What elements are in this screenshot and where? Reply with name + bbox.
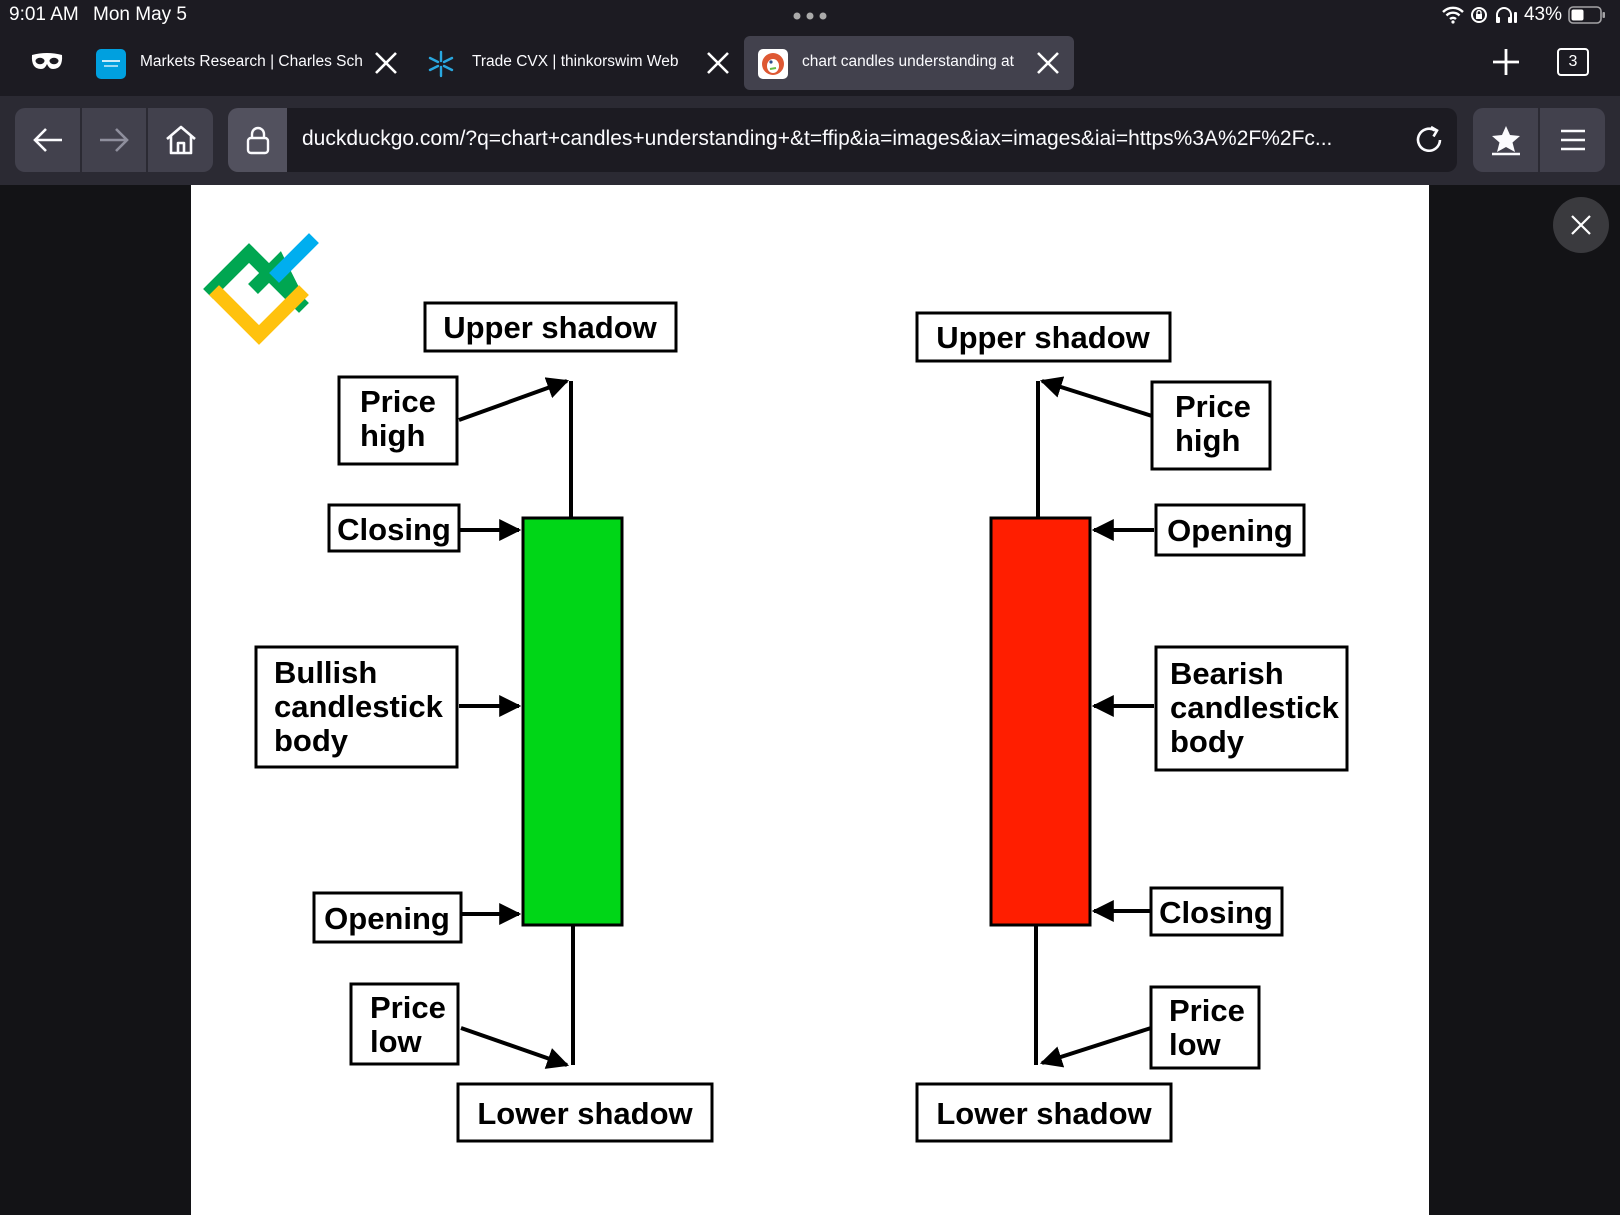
label-bear-body: Bearish candlestick body [1154,645,1349,772]
headphones-icon [1495,7,1517,23]
arrow-price-low [460,1026,570,1069]
orientation-lock-icon [1470,7,1487,23]
label-bull-lower-shadow: Lower shadow [456,1082,714,1143]
label-bear-price-high: Price high [1150,380,1272,471]
svg-text:Bearish: Bearish [1170,656,1284,691]
status-bar: 9:01 AM Mon May 5 43% [0,0,1620,30]
private-browsing-mask-icon[interactable] [30,50,64,74]
hamburger-menu-icon [1560,129,1585,151]
wifi-icon [1442,6,1464,24]
schwab-icon [96,49,126,79]
tab-title: Trade CVX | thinkorswim Web [472,53,679,70]
status-icons: 43% [1442,3,1606,27]
label-bear-closing: Closing [1149,886,1284,937]
brand-logo [203,233,319,345]
tab-title: Markets Research | Charles Sch [140,53,363,70]
label-bull-upper-shadow: Upper shadow [423,301,678,353]
svg-text:Lower shadow: Lower shadow [477,1096,693,1131]
new-tab-plus-icon[interactable] [1490,46,1522,78]
svg-text:Price: Price [1169,993,1245,1028]
label-bear-opening: Opening [1154,503,1306,557]
close-icon [1571,215,1591,235]
label-bull-price-low: Price low [349,982,460,1066]
tab-title: chart candles understanding at [802,53,1014,70]
svg-text:Price: Price [370,990,446,1025]
close-tab-icon[interactable] [1034,49,1062,77]
battery-icon [1568,6,1605,24]
arrow-price-high [1039,376,1153,418]
tab-markets-research[interactable]: Markets Research | Charles Sch [82,36,402,90]
url-text[interactable]: duckduckgo.com/?q=chart+candles+understa… [302,127,1333,150]
bull-body [521,516,624,927]
forward-arrow-icon [100,128,129,152]
svg-text:high: high [360,418,425,453]
svg-text:Lower shadow: Lower shadow [936,1096,1152,1131]
svg-text:candlestick: candlestick [274,689,444,724]
tab-count: 3 [1568,53,1578,70]
page-content: Upper shadow Price high Closing Bullish … [0,185,1620,1215]
svg-text:Price: Price [1175,389,1251,424]
svg-text:high: high [1175,423,1240,458]
arrow-price-low [1039,1026,1152,1068]
svg-text:Opening: Opening [1167,513,1293,548]
svg-text:Upper shadow: Upper shadow [443,310,657,345]
tab-trade-cvx[interactable]: Trade CVX | thinkorswim Web [414,36,742,90]
candlestick-diagram: Upper shadow Price high Closing Bullish … [203,233,1349,1143]
site-info-button[interactable] [228,108,287,172]
candlestick-diagram-image: Upper shadow Price high Closing Bullish … [191,185,1429,1215]
close-tab-icon[interactable] [704,49,732,77]
svg-text:Bullish: Bullish [274,655,377,690]
svg-text:body: body [274,723,349,758]
svg-text:Opening: Opening [324,901,450,936]
tab-chart-candles[interactable]: chart candles understanding at [744,36,1074,90]
svg-text:Upper shadow: Upper shadow [936,320,1150,355]
home-icon [165,125,196,155]
bearish-candle [989,381,1092,1065]
label-bull-price-high: Price high [337,375,459,466]
thinkorswim-icon [426,49,456,79]
label-bear-lower-shadow: Lower shadow [915,1082,1173,1143]
navigation-toolbar: duckduckgo.com/?q=chart+candles+understa… [0,96,1620,185]
svg-text:body: body [1170,724,1245,759]
svg-text:Price: Price [360,384,436,419]
bullish-candle [521,381,624,1065]
label-bull-body: Bullish candlestick body [254,645,459,769]
label-bull-opening: Opening [312,891,463,944]
bear-body [989,516,1092,927]
label-bull-closing: Closing [327,503,461,553]
reload-icon[interactable] [1413,124,1445,156]
label-bear-upper-shadow: Upper shadow [915,311,1172,363]
arrow-price-high [458,377,570,422]
close-tab-icon[interactable] [372,49,400,77]
menu-button[interactable] [1540,108,1605,172]
back-arrow-icon [32,128,62,152]
battery-percentage: 43% [1523,4,1562,25]
status-date: Mon May 5 [93,4,187,25]
bookmarks-button[interactable] [1473,108,1538,172]
svg-text:low: low [370,1024,423,1059]
duckduckgo-icon [758,49,788,79]
tab-strip: Markets Research | Charles Sch Trade CVX… [0,30,1620,96]
svg-text:Closing: Closing [337,512,451,547]
status-time: 9:01 AM [9,4,79,25]
multitasking-dots-icon[interactable] [793,12,827,20]
label-bear-price-low: Price low [1149,985,1261,1070]
svg-text:low: low [1169,1027,1222,1062]
svg-text:candlestick: candlestick [1170,690,1340,725]
home-button[interactable] [148,108,213,172]
lock-icon [246,126,269,155]
svg-text:Closing: Closing [1159,895,1273,930]
tab-count-button[interactable]: 3 [1557,48,1589,76]
address-bar[interactable]: duckduckgo.com/?q=chart+candles+understa… [287,108,1457,172]
back-button[interactable] [15,108,80,172]
forward-button[interactable] [82,108,146,172]
close-image-viewer-button[interactable] [1553,197,1609,253]
bookmark-star-icon [1491,126,1520,156]
